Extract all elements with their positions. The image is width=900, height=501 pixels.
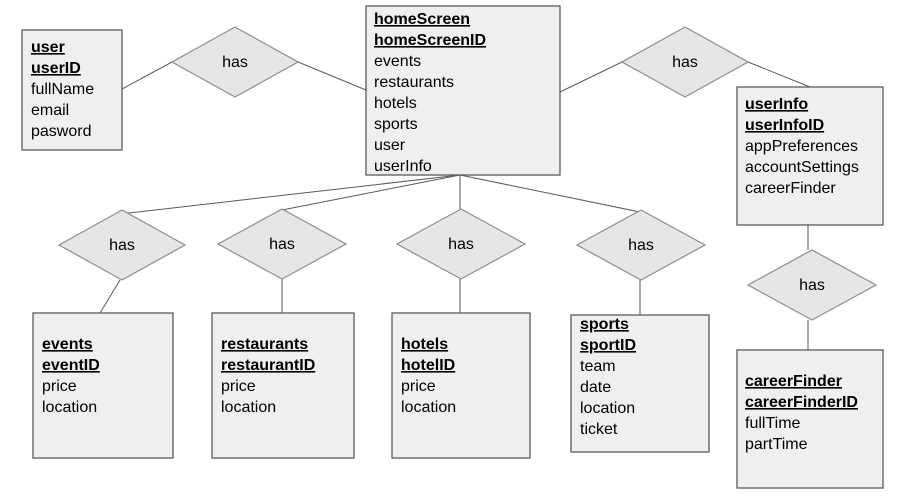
relationship-userinfo-careerfinder: has (746, 249, 878, 321)
entity-restaurants: restaurants restaurantID price location (211, 312, 355, 459)
attribute: fullTime (745, 415, 801, 432)
relationship-label: has (269, 236, 295, 253)
entity-user: user userID fullName email pasword (21, 29, 123, 151)
primary-key: sportID (580, 337, 636, 354)
attribute: price (42, 378, 77, 395)
entity-name: userInfo (745, 96, 808, 113)
relationship-user-homescreen: has (170, 26, 300, 98)
entity-name: restaurants (221, 336, 308, 353)
entity-sports: sports sportID team date location ticket (570, 314, 710, 453)
entity-box (21, 29, 123, 151)
relationship-diamond (575, 209, 707, 281)
connector-has-homescreen (297, 61, 367, 91)
attribute: date (580, 379, 611, 396)
attribute: location (221, 399, 276, 416)
entity-careerfinder: careerFinder careerFinderID fullTime par… (736, 349, 884, 489)
attribute: location (580, 400, 635, 417)
entity-box (211, 312, 355, 459)
entity-box (736, 349, 884, 489)
attribute: ticket (580, 421, 618, 438)
entity-name: homeScreen (374, 11, 470, 28)
entity-box (736, 86, 884, 226)
connector-homescreen-has (559, 61, 623, 93)
relationship-label: has (222, 54, 248, 71)
connector-homescreen-restaurants (281, 174, 461, 211)
attribute: email (31, 102, 69, 119)
primary-key: hotelID (401, 357, 455, 374)
relationship-diamond (170, 26, 300, 98)
entity-box (32, 312, 174, 459)
relationship-homescreen-hotels: has (395, 208, 527, 280)
connector-user-has (121, 61, 173, 90)
connector-homescreen-events (119, 174, 461, 215)
connector-has-events (99, 279, 121, 314)
attribute: userInfo (374, 158, 432, 175)
relationship-homescreen-events: has (57, 209, 187, 281)
relationship-diamond (395, 208, 527, 280)
relationship-homescreen-sports: has (575, 209, 707, 281)
relationship-diamond (620, 26, 750, 98)
connectors (99, 61, 811, 350)
entity-name: sports (580, 316, 629, 333)
primary-key: careerFinderID (745, 394, 858, 411)
attribute: partTime (745, 436, 808, 453)
relationship-homescreen-restaurants: has (216, 208, 348, 280)
primary-key: eventID (42, 357, 100, 374)
connector-has-userinfo (747, 61, 811, 88)
entity-box (570, 314, 710, 453)
entity-box (365, 5, 561, 176)
attribute: location (401, 399, 456, 416)
relationship-homescreen-userinfo: has (620, 26, 750, 98)
primary-key: homeScreenID (374, 32, 486, 49)
connector-homescreen-sports (459, 174, 641, 213)
relationship-label: has (628, 237, 654, 254)
attribute: user (374, 137, 406, 154)
entity-events: events eventID price location (32, 312, 174, 459)
relationship-label: has (672, 54, 698, 71)
attribute: careerFinder (745, 180, 836, 197)
primary-key: userID (31, 60, 81, 77)
relationship-diamond (57, 209, 187, 281)
relationship-diamond (216, 208, 348, 280)
attribute: price (221, 378, 256, 395)
relationship-label: has (109, 237, 135, 254)
entity-hotels: hotels hotelID price location (391, 312, 531, 459)
attribute: fullName (31, 81, 94, 98)
attribute: accountSettings (745, 159, 859, 176)
attribute: restaurants (374, 74, 454, 91)
entity-name: hotels (401, 336, 448, 353)
attribute: appPreferences (745, 138, 858, 155)
entity-userinfo: userInfo userInfoID appPreferences accou… (736, 86, 884, 226)
entity-homescreen: homeScreen homeScreenID events restauran… (365, 5, 561, 176)
primary-key: restaurantID (221, 357, 315, 374)
relationship-diamond (746, 249, 878, 321)
primary-key: userInfoID (745, 117, 824, 134)
attribute: price (401, 378, 436, 395)
relationship-label: has (799, 277, 825, 294)
entity-box (391, 312, 531, 459)
attribute: location (42, 399, 97, 416)
entity-name: user (31, 39, 65, 56)
entity-name: careerFinder (745, 373, 842, 390)
attribute: pasword (31, 123, 91, 140)
attribute: sports (374, 116, 418, 133)
attribute: hotels (374, 95, 417, 112)
entity-name: events (42, 336, 93, 353)
attribute: team (580, 358, 616, 375)
relationship-label: has (448, 236, 474, 253)
attribute: events (374, 53, 421, 70)
